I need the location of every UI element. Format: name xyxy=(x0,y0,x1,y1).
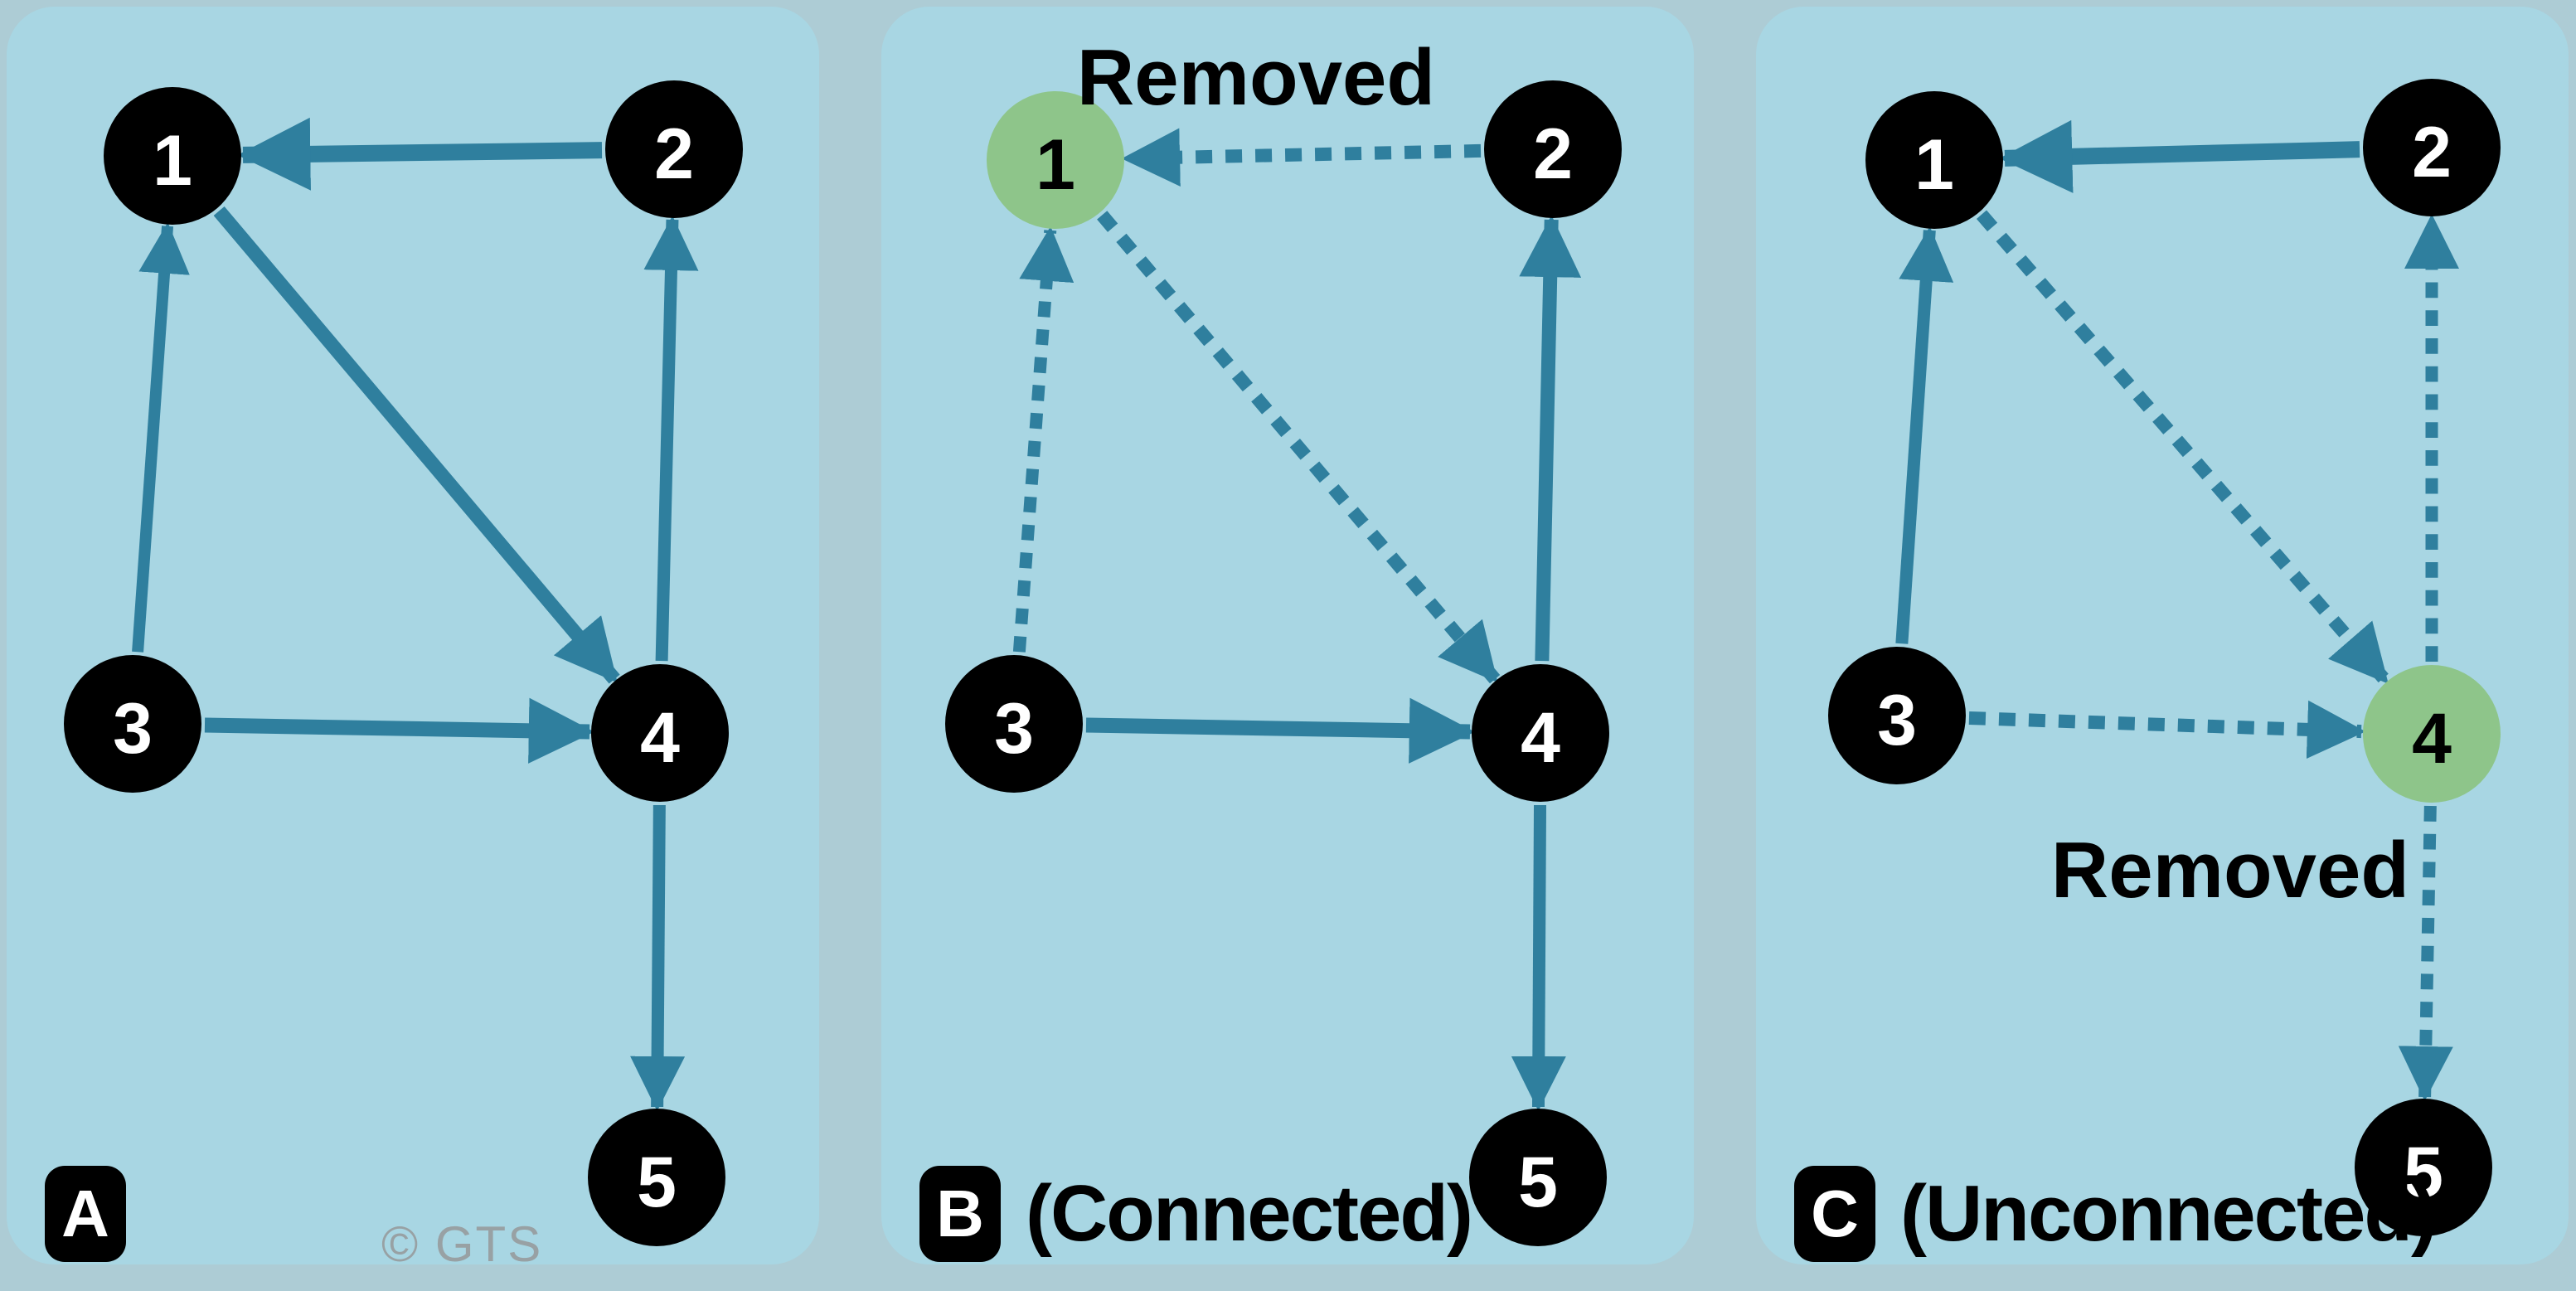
graph-node-2 xyxy=(1484,80,1622,218)
graph-node-2 xyxy=(605,80,743,218)
graph-edge-4-to-2 xyxy=(643,216,699,662)
graph-node-4-removed xyxy=(2363,665,2501,803)
copyright-watermark: © GTS xyxy=(381,1216,543,1272)
graph-node-5 xyxy=(588,1109,725,1246)
graph-edge-2-to-1 xyxy=(1999,119,2360,193)
panel-a: 1 2 3 4 5 A © GTS xyxy=(7,7,819,1272)
panel-b: 1 2 3 4 5 Removed B (Connected) xyxy=(881,7,1694,1264)
graph-node-label-5: 5 xyxy=(637,1143,677,1222)
graph-edge-2-to-1 xyxy=(1121,128,1482,187)
graph-node-label-2: 2 xyxy=(2412,113,2452,192)
panel-b-badge-label: B xyxy=(936,1177,984,1250)
graph-edge-3-to-4 xyxy=(1968,700,2366,760)
graph-b: 1 2 3 4 5 Removed xyxy=(945,33,1622,1246)
graph-c: 1 2 3 4 5 Removed xyxy=(1828,79,2501,1236)
graph-node-4 xyxy=(591,664,729,802)
panel-c: 1 2 3 4 5 Removed C (Unconnected) xyxy=(1756,7,2569,1264)
panel-c-caption: (Unconnected) xyxy=(1900,1169,2438,1258)
panel-b-caption: (Connected) xyxy=(1026,1169,1473,1258)
graph-node-4 xyxy=(1472,664,1609,802)
graph-edge-3-to-4 xyxy=(1085,697,1475,764)
graph-edge-4-to-2 xyxy=(1519,215,1582,662)
graph-node-label-3: 3 xyxy=(113,689,153,769)
panel-a-footer: A xyxy=(45,1166,151,1262)
removed-node-annotation: Removed xyxy=(2051,826,2409,915)
graph-edge-1-to-4 xyxy=(213,206,620,684)
panel-a-badge: A xyxy=(45,1166,126,1262)
graph-a: 1 2 3 4 5 xyxy=(64,80,743,1246)
graph-node-1 xyxy=(104,87,241,225)
graph-node-3 xyxy=(1828,647,1966,784)
graph-edge-4-to-5 xyxy=(1511,804,1566,1111)
graph-node-label-1: 1 xyxy=(153,121,192,201)
graph-edge-3-to-1 xyxy=(1012,226,1075,653)
graph-node-5 xyxy=(1469,1109,1607,1246)
graph-edge-3-to-4 xyxy=(204,697,594,764)
graph-node-label-2: 2 xyxy=(654,114,694,194)
graph-node-label-4: 4 xyxy=(640,698,680,778)
graph-edge-3-to-1 xyxy=(132,222,190,653)
graph-node-5 xyxy=(2355,1099,2492,1236)
graph-edge-4-to-5 xyxy=(2398,805,2453,1101)
panel-a-badge-label: A xyxy=(61,1177,109,1250)
graph-edge-2-to-1 xyxy=(237,117,603,191)
graph-node-label-3: 3 xyxy=(1877,681,1917,760)
graph-node-label-4: 4 xyxy=(1521,698,1560,778)
graph-edge-1-to-4 xyxy=(1097,211,1501,684)
graph-node-label-1: 1 xyxy=(1036,125,1075,205)
panel-b-footer: B (Connected) xyxy=(919,1166,1473,1262)
panel-c-badge: C xyxy=(1794,1166,1875,1262)
graph-node-2 xyxy=(2363,79,2501,216)
graph-node-label-3: 3 xyxy=(994,689,1034,769)
graph-node-3 xyxy=(945,655,1083,793)
graph-node-1 xyxy=(1865,91,2003,229)
graph-node-label-5: 5 xyxy=(1518,1143,1558,1222)
graph-node-label-4: 4 xyxy=(2412,699,2452,779)
graph-node-label-5: 5 xyxy=(2404,1133,2443,1212)
graph-node-1-removed xyxy=(987,91,1124,229)
graph-edge-4-to-5 xyxy=(630,804,686,1111)
graph-node-label-2: 2 xyxy=(1533,114,1573,194)
graph-node-label-1: 1 xyxy=(1914,125,1954,205)
removed-node-annotation: Removed xyxy=(1077,33,1435,122)
graph-edge-3-to-1 xyxy=(1895,226,1954,644)
panel-b-badge: B xyxy=(919,1166,1001,1262)
panel-c-badge-label: C xyxy=(1811,1177,1859,1250)
panel-c-footer: C (Unconnected) xyxy=(1794,1166,2438,1262)
graph-node-3 xyxy=(64,655,201,793)
graph-edge-1-to-4 xyxy=(1976,210,2391,686)
